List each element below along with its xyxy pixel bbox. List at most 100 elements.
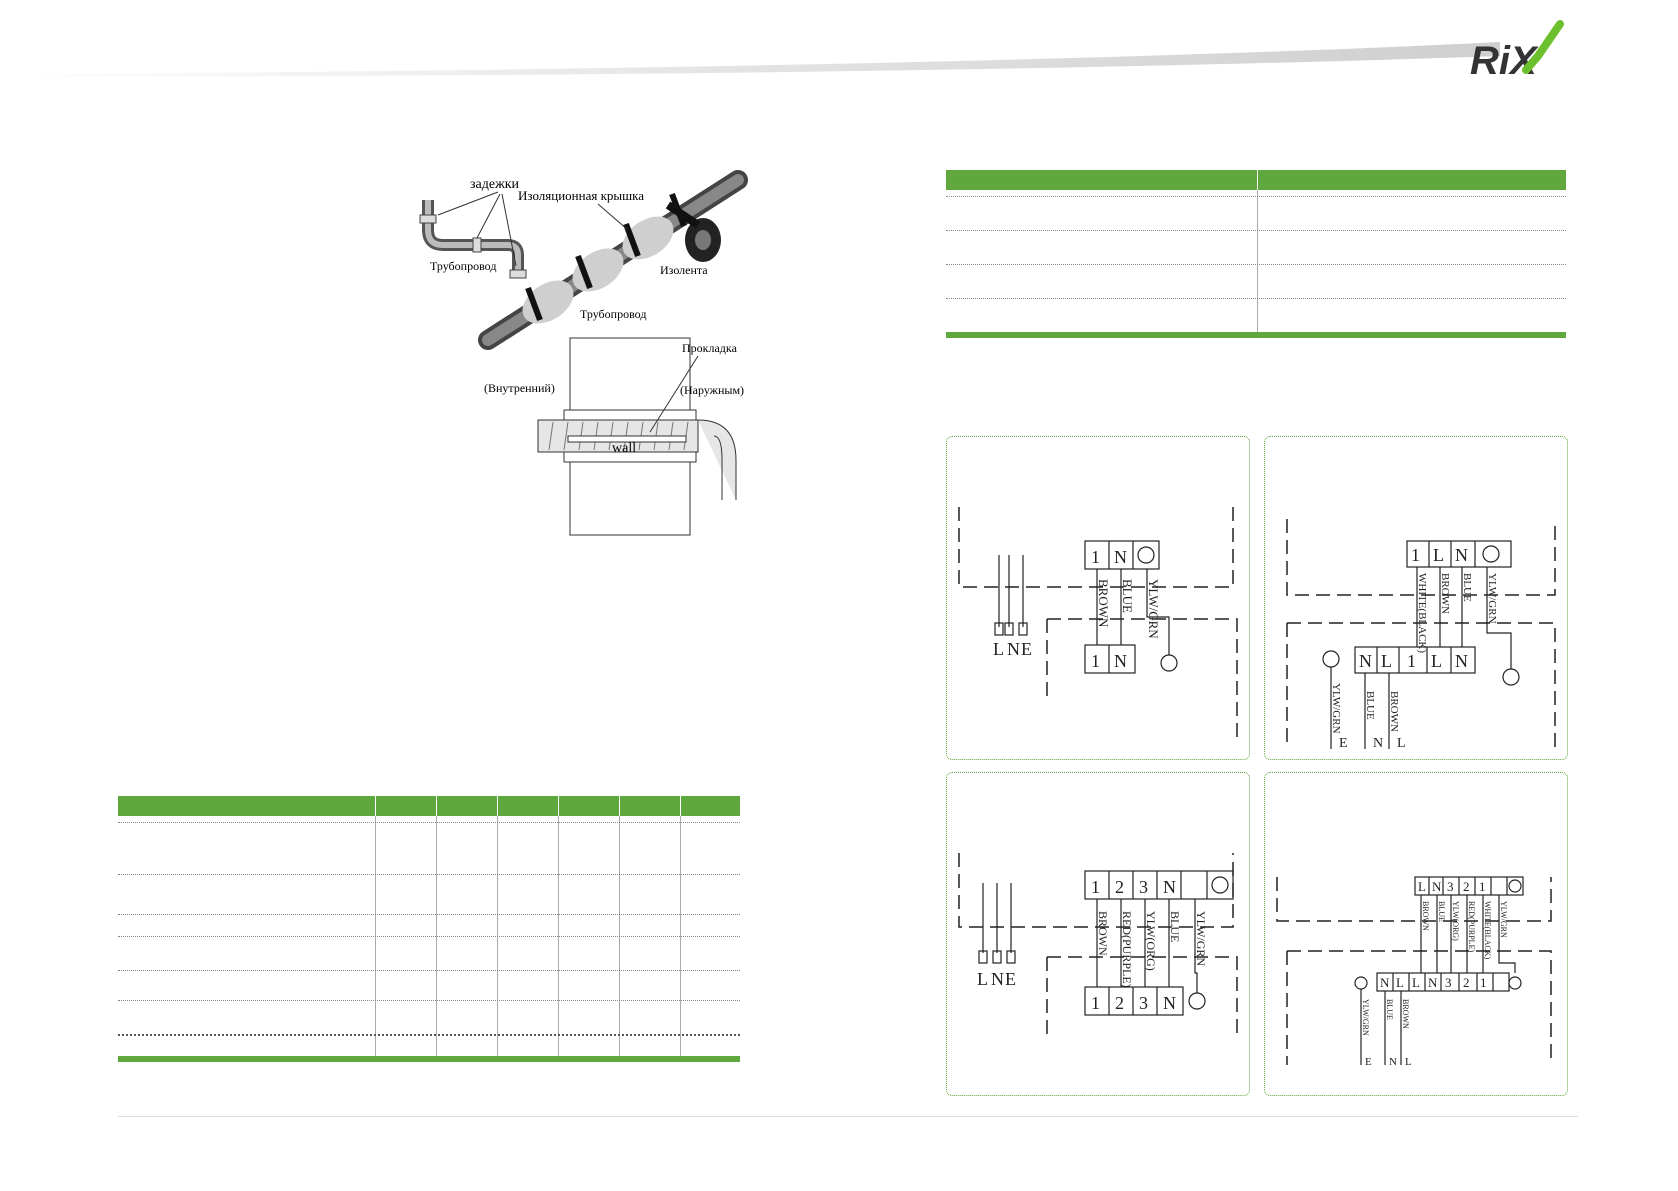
wiring4-top-term-n: N	[1432, 879, 1442, 894]
wiring2-bottom-term-4: L	[1431, 651, 1442, 671]
label-indoor: (Внутренний)	[484, 381, 555, 395]
wiring1-supply-n: N	[1007, 639, 1020, 659]
wiring2-bottom-term-5: N	[1455, 651, 1468, 671]
wiring4-wire-white: WHITE(BLACK)	[1483, 901, 1492, 960]
left-table-header-divider	[375, 796, 376, 816]
pipe-insulation-figure: задежки Трубопровод Изоляционная крышка …	[418, 170, 756, 580]
wiring4-supply-n: N	[1389, 1056, 1397, 1068]
wiring3-supply-l: L	[977, 969, 988, 989]
wiring4-bottom-term-1: N	[1380, 975, 1390, 990]
wiring2-bottom-term-3: 1	[1407, 651, 1416, 671]
wiring1-wire-ylwgrn: YLW/GRN	[1146, 579, 1161, 639]
wiring2-wire-blue: BLUE	[1461, 573, 1473, 602]
wiring-diagram-1: 1 N 1 N L N E BROWN BLUE YLW/GRN	[946, 436, 1250, 760]
wiring4-bottom-term-7: 1	[1480, 975, 1487, 990]
wiring-diagram-4: L N 3 2 1 N L L N 3 2 1 E N L BROWN BLUE…	[1264, 772, 1568, 1096]
right-table-header-divider	[1257, 170, 1258, 190]
label-pipe-center: Трубопровод	[580, 307, 646, 321]
wiring3-bottom-term-1: 1	[1091, 993, 1100, 1013]
left-table-row-line	[118, 1000, 740, 1001]
wiring4-wire-yellow: YLW(ORG)	[1451, 901, 1460, 941]
wiring4-bottom-term-2: L	[1396, 975, 1404, 990]
wiring2-bottom-term-1: N	[1359, 651, 1372, 671]
wiring4-wire-red: RED(PURPLE)	[1467, 901, 1476, 952]
wiring1-supply-l: L	[993, 639, 1004, 659]
wiring2-supply-wire-blue: BLUE	[1364, 691, 1376, 720]
left-table-row-line	[118, 936, 740, 937]
wiring4-supply-wire-blue: BLUE	[1385, 999, 1394, 1020]
logo-text: RiX	[1470, 39, 1539, 82]
label-tape: Изолента	[660, 263, 708, 277]
wiring2-supply-e: E	[1339, 736, 1348, 751]
wiring-diagram-2: 1 L N N L 1 L N E N L WHITE(BLACK) BROWN…	[1264, 436, 1568, 760]
wiring1-wire-brown: BROWN	[1096, 579, 1111, 628]
wiring-diagram-3: 1 2 3 N 1 2 3 N L N E BROWN RED(PURPLE) …	[946, 772, 1250, 1096]
left-table-header-divider	[619, 796, 620, 816]
left-table-header	[118, 796, 740, 816]
wiring2-top-term-2: L	[1433, 545, 1444, 565]
left-table-row-line	[118, 822, 740, 823]
left-table-row-line	[118, 970, 740, 971]
wiring2-top-term-1: 1	[1411, 545, 1420, 565]
wiring2-bottom-term-2: L	[1381, 651, 1392, 671]
left-table-row-line	[118, 914, 740, 915]
label-pipe-left: Трубопровод	[430, 259, 496, 273]
wiring3-bottom-term-2: 2	[1115, 993, 1124, 1013]
wiring3-wire-blue: BLUE	[1168, 911, 1182, 942]
right-table-row-line	[946, 264, 1566, 265]
wiring2-supply-wire-brown: BROWN	[1388, 691, 1400, 732]
wiring4-bottom-term-3: L	[1412, 975, 1420, 990]
wiring1-wire-blue: BLUE	[1120, 579, 1135, 613]
right-table-row-line	[946, 196, 1566, 197]
wiring4-bottom-term-4: N	[1428, 975, 1438, 990]
right-table-row-line	[946, 298, 1566, 299]
wiring1-bottom-term-2: N	[1114, 651, 1127, 671]
wiring3-top-term-1: 1	[1091, 877, 1100, 897]
label-outdoor: (Наружным)	[680, 383, 744, 397]
wiring1-bottom-term-1: 1	[1091, 651, 1100, 671]
label-wall: wall	[612, 441, 636, 456]
footer-divider	[118, 1116, 1578, 1117]
wiring4-top-term-l: L	[1418, 879, 1426, 894]
wiring2-supply-l: L	[1397, 736, 1406, 751]
wiring1-top-term-1: 1	[1091, 547, 1100, 567]
wiring2-wire-ylwgrn: YLW/GRN	[1486, 573, 1498, 624]
wiring3-bottom-term-4: N	[1163, 993, 1176, 1013]
wiring4-supply-wire-brown: BROWN	[1401, 999, 1410, 1029]
wiring1-supply-e: E	[1021, 639, 1032, 659]
wiring4-top-term-3: 3	[1447, 879, 1454, 894]
wiring4-bottom-term-6: 2	[1463, 975, 1470, 990]
logo-check-icon	[1522, 20, 1564, 74]
wiring4-wire-blue: BLUE	[1437, 901, 1446, 922]
wiring3-bottom-term-3: 3	[1139, 993, 1148, 1013]
wiring4-wire-brown: BROWN	[1421, 901, 1430, 931]
right-table-col-divider	[1257, 190, 1258, 332]
wiring3-top-term-2: 2	[1115, 877, 1124, 897]
wiring3-top-term-3: 3	[1139, 877, 1148, 897]
header-band	[0, 42, 1500, 77]
left-table-header-divider	[680, 796, 681, 816]
wiring4-supply-e: E	[1365, 1056, 1372, 1068]
wiring1-top-term-2: N	[1114, 547, 1127, 567]
wiring4-supply-l: L	[1405, 1056, 1412, 1068]
wiring2-wire-white: WHITE(BLACK)	[1416, 573, 1428, 653]
wiring2-top-term-3: N	[1455, 545, 1468, 565]
wiring4-top-term-2: 2	[1463, 879, 1470, 894]
left-table-row-line	[118, 1034, 740, 1036]
wiring4-top-term-1: 1	[1479, 879, 1486, 894]
wiring4-wire-ylwgrn: YLW/GRN	[1499, 901, 1508, 938]
label-clips: задежки	[470, 177, 520, 192]
wiring4-supply-wire-ylwgrn: YLW/GRN	[1361, 999, 1370, 1036]
wiring4-bottom-term-5: 3	[1445, 975, 1452, 990]
wiring3-supply-n: N	[991, 969, 1004, 989]
wiring3-wire-red: RED(PURPLE)	[1120, 911, 1134, 988]
wiring3-wire-ylwgrn: YLW/GRN	[1194, 911, 1208, 966]
left-table-row-line	[118, 874, 740, 875]
wiring3-supply-e: E	[1005, 969, 1016, 989]
brand-logo: RiX	[1468, 20, 1568, 83]
right-table-row-line	[946, 230, 1566, 231]
left-table-footer-bar	[118, 1056, 740, 1062]
wiring3-top-term-4: N	[1163, 877, 1176, 897]
left-table-header-divider	[558, 796, 559, 816]
wiring2-supply-wire-ylwgrn: YLW/GRN	[1330, 683, 1342, 734]
